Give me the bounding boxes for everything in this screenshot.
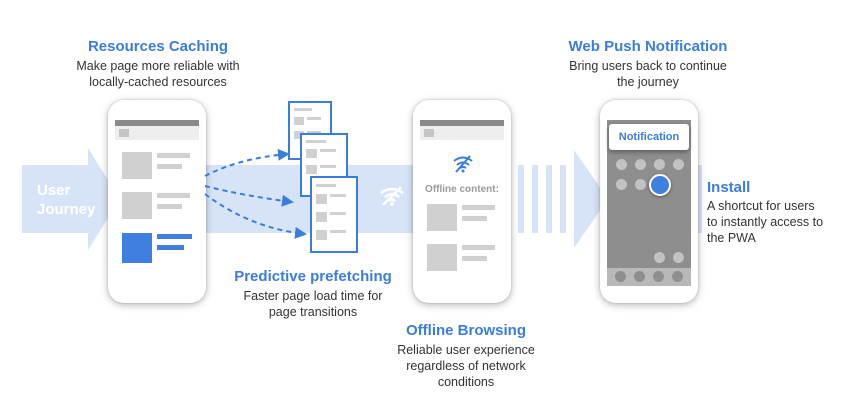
desc-line: regardless of network — [406, 359, 526, 373]
journey-arrow-right — [574, 150, 608, 248]
desc-line: conditions — [437, 375, 495, 389]
text-placeholder — [462, 216, 487, 221]
predictive-prefetching-title: Predictive prefetching — [234, 268, 392, 285]
cached-text-placeholder — [157, 245, 184, 250]
user-journey-line: User — [37, 182, 71, 199]
text-placeholder — [157, 204, 182, 209]
app-icon-dot — [654, 252, 665, 263]
journey-stripe — [532, 165, 538, 233]
status-bar — [420, 120, 504, 126]
text-placeholder — [462, 256, 487, 261]
predictive-prefetching-desc: Faster page load time for page transitio… — [193, 288, 433, 320]
text-placeholder — [157, 153, 190, 158]
journey-stripe — [518, 165, 524, 233]
phone-resources-caching — [108, 100, 206, 303]
offline-browsing-title: Offline Browsing — [406, 322, 526, 339]
desc-line: page transitions — [268, 305, 358, 319]
app-icon-dot — [673, 159, 684, 170]
desc-line: Faster page load time for — [243, 289, 383, 303]
text-placeholder — [157, 164, 182, 169]
desc-line: A shortcut for users — [707, 199, 815, 213]
prefetch-arrows — [204, 148, 307, 239]
desc-line: Bring users back to continue — [569, 59, 727, 73]
app-bar — [115, 126, 199, 140]
app-icon-dot — [673, 252, 684, 263]
user-journey-label: User Journey — [37, 181, 95, 219]
desc-line: to instantly access to — [707, 215, 824, 229]
app-bar — [420, 126, 504, 140]
app-icon-dot — [635, 159, 646, 170]
image-placeholder — [427, 244, 457, 271]
journey-arrow-left — [88, 148, 120, 250]
offline-content-label: Offline content: — [425, 184, 499, 195]
status-bar — [115, 120, 199, 126]
desc-line: the PWA — [707, 231, 756, 245]
web-push-desc: Bring users back to continue the journey — [528, 58, 768, 90]
install-desc: A shortcut for users to instantly access… — [707, 198, 823, 246]
app-icon[interactable] — [649, 174, 671, 196]
image-placeholder — [122, 152, 152, 179]
cached-text-placeholder — [157, 234, 192, 239]
text-placeholder — [462, 205, 495, 210]
text-placeholder — [462, 245, 495, 250]
wifi-off-icon — [380, 186, 404, 206]
dock — [607, 268, 691, 286]
image-placeholder — [122, 192, 152, 219]
desc-line: locally-cached resources — [89, 75, 227, 89]
journey-stripe — [546, 165, 552, 233]
desc-line: Reliable user experience — [397, 343, 535, 357]
cached-image-placeholder — [122, 233, 152, 263]
resources-caching-desc: Make page more reliable with locally-cac… — [38, 58, 278, 90]
image-placeholder — [427, 204, 457, 231]
phone-home-screen: Notification — [600, 100, 698, 303]
wifi-off-icon — [453, 155, 473, 173]
resources-caching-title: Resources Caching — [87, 38, 229, 55]
text-placeholder — [157, 193, 190, 198]
app-icon-dot — [616, 159, 627, 170]
journey-stripe — [560, 165, 566, 233]
phone-screen — [115, 120, 199, 280]
journey-band-left — [22, 165, 92, 233]
user-journey-line: Journey — [37, 201, 96, 218]
phone-offline-browsing: Offline content: — [413, 100, 511, 303]
web-push-title: Web Push Notification — [568, 38, 728, 55]
prefetched-page — [310, 176, 358, 253]
app-icon-dot — [616, 179, 627, 190]
app-icon-dot — [635, 179, 646, 190]
notification-card[interactable]: Notification — [609, 124, 689, 150]
desc-line: Make page more reliable with — [76, 59, 240, 73]
offline-browsing-desc: Reliable user experience regardless of n… — [346, 342, 586, 390]
notification-label: Notification — [618, 131, 680, 143]
desc-line: the journey — [617, 75, 679, 89]
install-title: Install — [707, 179, 751, 196]
phone-screen: Offline content: — [420, 120, 504, 280]
app-icon-dot — [654, 159, 665, 170]
